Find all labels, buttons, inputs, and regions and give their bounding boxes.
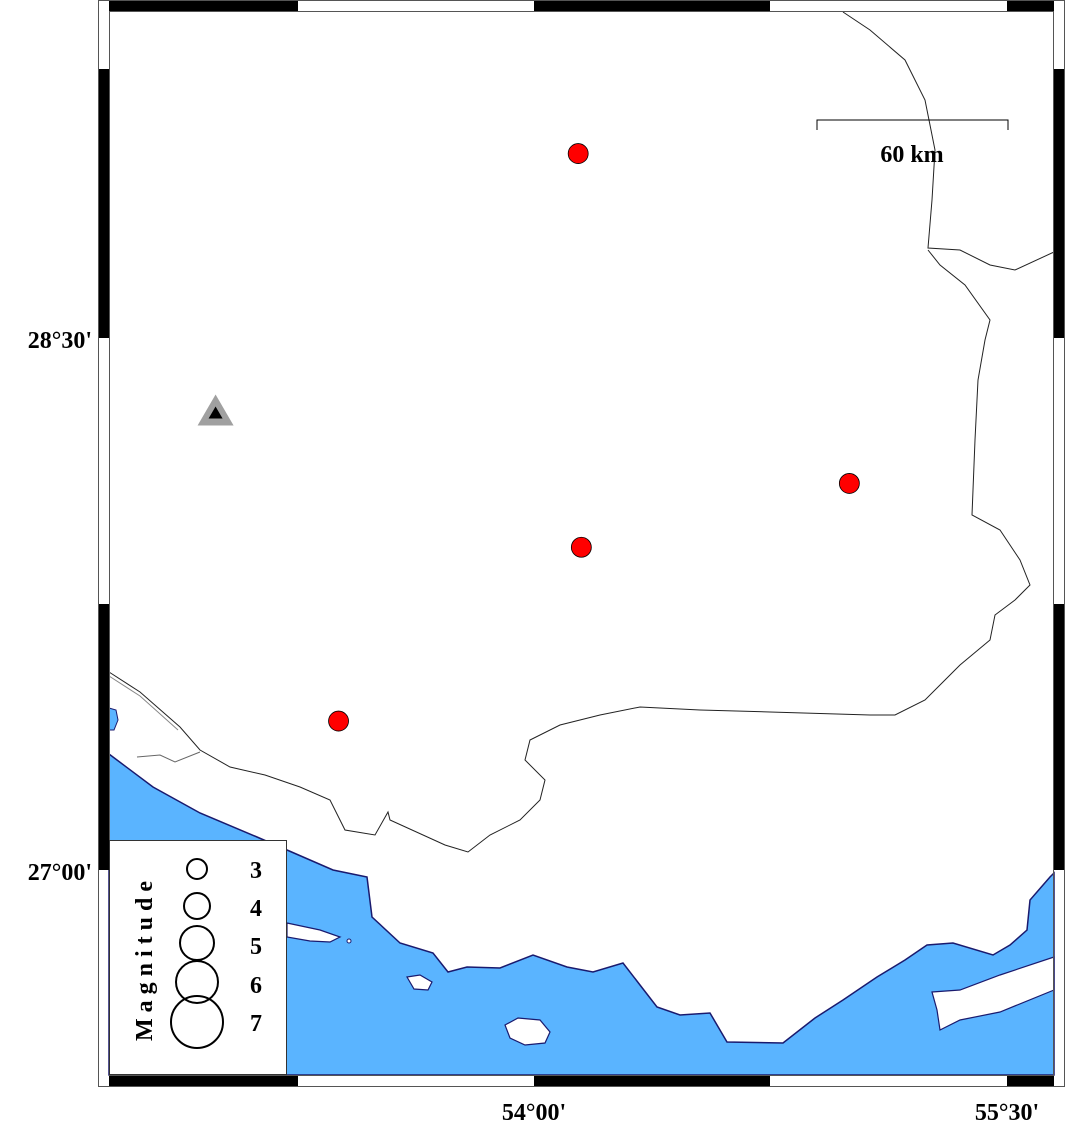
legend-label: 5: [250, 934, 262, 960]
legend-circle-6: [175, 960, 219, 1004]
province-borders: [108, 11, 1055, 853]
lon-label: 54°00': [502, 1100, 566, 1124]
earthquake-event: [570, 536, 592, 558]
legend-label: 4: [250, 896, 262, 922]
stations-layer: [197, 394, 234, 426]
scale-bar-label: 60 km: [880, 142, 943, 168]
island: [931, 956, 1055, 1031]
sea-inlet-left: [108, 707, 119, 731]
legend-label: 7: [250, 1011, 262, 1037]
island: [406, 974, 433, 991]
earthquake-event: [567, 143, 589, 164]
lat-label: 28°30': [28, 328, 92, 354]
map-frame: [98, 0, 1065, 1087]
lat-label: 27°00': [28, 860, 92, 886]
island: [504, 1017, 551, 1046]
legend-circle-3: [186, 858, 208, 880]
earthquake-event: [838, 473, 860, 494]
lon-label: 55°30': [975, 1100, 1039, 1124]
earthquake-event: [328, 710, 349, 732]
sea: [108, 752, 1055, 1076]
legend-circle-7: [170, 995, 224, 1049]
legend-label: 3: [250, 858, 262, 884]
scale-bar: 60 km: [816, 119, 1009, 168]
legend-circle-4: [183, 892, 211, 920]
station-inner-icon: [208, 406, 223, 419]
islet: [346, 938, 352, 944]
legend-label: 6: [250, 973, 262, 999]
events-layer: [328, 143, 860, 732]
legend: Magnitude 3 4 5 6 7: [109, 840, 287, 1075]
legend-title: Magnitude: [132, 875, 158, 1041]
